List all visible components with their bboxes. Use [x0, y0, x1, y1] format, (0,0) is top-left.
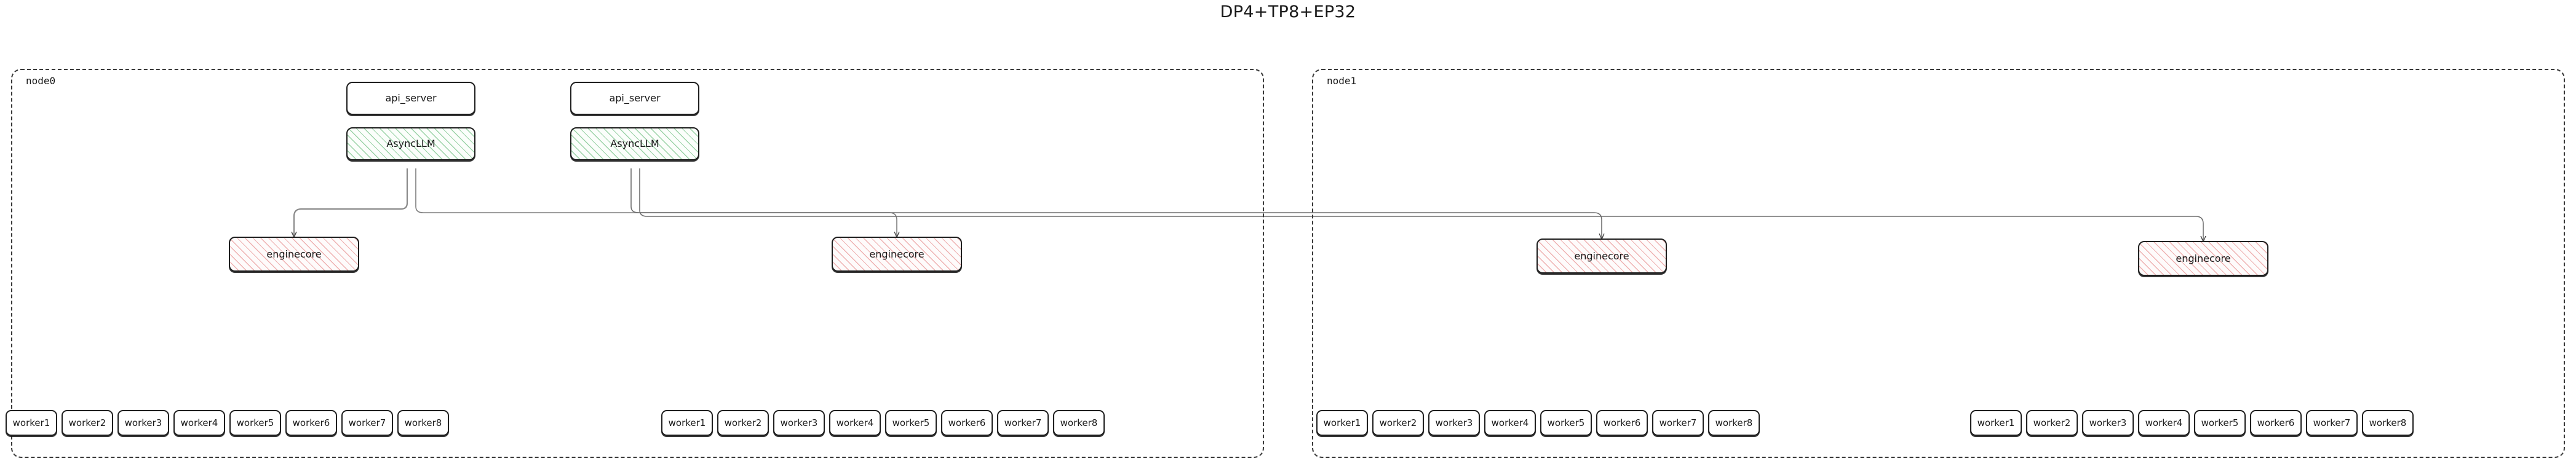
worker-label: worker2	[2033, 417, 2071, 428]
asyncllm-label: AsyncLLM	[386, 138, 435, 149]
worker-label: worker2	[68, 417, 106, 428]
worker-box[interactable]: worker2	[62, 410, 113, 436]
worker-label: worker3	[780, 417, 818, 428]
worker-label: worker6	[2257, 417, 2295, 428]
worker-box[interactable]: worker3	[773, 410, 825, 436]
worker-label: worker1	[12, 417, 50, 428]
worker-label: worker4	[2145, 417, 2183, 428]
worker-box[interactable]: worker2	[1372, 410, 1424, 436]
worker-label: worker8	[1060, 417, 1098, 428]
worker-label: worker6	[1603, 417, 1641, 428]
worker-box[interactable]: worker6	[285, 410, 337, 436]
asyncllm-box[interactable]: AsyncLLM	[346, 127, 475, 160]
worker-label: worker8	[2369, 417, 2407, 428]
worker-box[interactable]: worker7	[1652, 410, 1704, 436]
enginecore-label: enginecore	[869, 248, 924, 260]
enginecore-label: enginecore	[2176, 252, 2231, 264]
worker-box[interactable]: worker8	[1053, 410, 1105, 436]
worker-box[interactable]: worker4	[173, 410, 225, 436]
worker-label: worker5	[1547, 417, 1585, 428]
cluster-label-node1: node1	[1327, 75, 1357, 87]
worker-box[interactable]: worker1	[1316, 410, 1368, 436]
enginecore-box[interactable]: enginecore	[2138, 241, 2268, 276]
worker-box[interactable]: worker3	[117, 410, 169, 436]
worker-label: worker3	[124, 417, 162, 428]
enginecore-box[interactable]: enginecore	[229, 237, 359, 272]
worker-box[interactable]: worker5	[885, 410, 937, 436]
page-title: DP4+TP8+EP32	[1220, 2, 1356, 22]
worker-label: worker7	[348, 417, 386, 428]
cluster-node1: node1	[1312, 69, 2565, 458]
worker-box[interactable]: worker4	[829, 410, 881, 436]
api-server-box[interactable]: api_server	[346, 82, 475, 115]
enginecore-box[interactable]: enginecore	[832, 237, 962, 272]
api-server-label: api_server	[385, 92, 437, 104]
worker-box[interactable]: worker3	[2082, 410, 2134, 436]
worker-label: worker2	[724, 417, 762, 428]
worker-label: worker2	[1379, 417, 1417, 428]
worker-label: worker7	[2313, 417, 2351, 428]
asyncllm-box[interactable]: AsyncLLM	[570, 127, 699, 160]
worker-box[interactable]: worker1	[1970, 410, 2022, 436]
worker-box[interactable]: worker8	[2362, 410, 2414, 436]
worker-label: worker8	[1715, 417, 1753, 428]
worker-box[interactable]: worker1	[6, 410, 57, 436]
worker-box[interactable]: worker5	[2194, 410, 2246, 436]
worker-box[interactable]: worker6	[1596, 410, 1648, 436]
worker-box[interactable]: worker5	[229, 410, 281, 436]
worker-label: worker5	[892, 417, 930, 428]
worker-label: worker7	[1004, 417, 1042, 428]
worker-label: worker8	[404, 417, 442, 428]
enginecore-box[interactable]: enginecore	[1536, 238, 1667, 274]
worker-label: worker3	[1435, 417, 1473, 428]
enginecore-label: enginecore	[1574, 250, 1629, 262]
worker-label: worker6	[948, 417, 986, 428]
worker-label: worker7	[1659, 417, 1697, 428]
worker-box[interactable]: worker1	[661, 410, 713, 436]
api-server-label: api_server	[609, 92, 661, 104]
worker-box[interactable]: worker7	[997, 410, 1049, 436]
worker-box[interactable]: worker2	[2026, 410, 2078, 436]
worker-label: worker4	[180, 417, 218, 428]
asyncllm-label: AsyncLLM	[610, 138, 659, 149]
worker-box[interactable]: worker6	[941, 410, 993, 436]
worker-box[interactable]: worker4	[2138, 410, 2190, 436]
api-server-box[interactable]: api_server	[570, 82, 699, 115]
worker-label: worker3	[2089, 417, 2127, 428]
worker-label: worker4	[836, 417, 874, 428]
worker-box[interactable]: worker2	[717, 410, 769, 436]
worker-label: worker5	[236, 417, 274, 428]
worker-box[interactable]: worker8	[397, 410, 449, 436]
cluster-node0: node0	[11, 69, 1264, 458]
worker-label: worker1	[1977, 417, 2015, 428]
worker-label: worker4	[1491, 417, 1529, 428]
worker-box[interactable]: worker7	[341, 410, 393, 436]
enginecore-label: enginecore	[266, 248, 322, 260]
worker-box[interactable]: worker8	[1708, 410, 1760, 436]
worker-box[interactable]: worker5	[1540, 410, 1592, 436]
worker-label: worker1	[1323, 417, 1361, 428]
worker-box[interactable]: worker4	[1484, 410, 1536, 436]
worker-box[interactable]: worker6	[2250, 410, 2302, 436]
worker-label: worker5	[2201, 417, 2239, 428]
worker-box[interactable]: worker7	[2306, 410, 2358, 436]
worker-label: worker6	[292, 417, 330, 428]
worker-label: worker1	[668, 417, 706, 428]
worker-box[interactable]: worker3	[1428, 410, 1480, 436]
cluster-label-node0: node0	[26, 75, 56, 87]
